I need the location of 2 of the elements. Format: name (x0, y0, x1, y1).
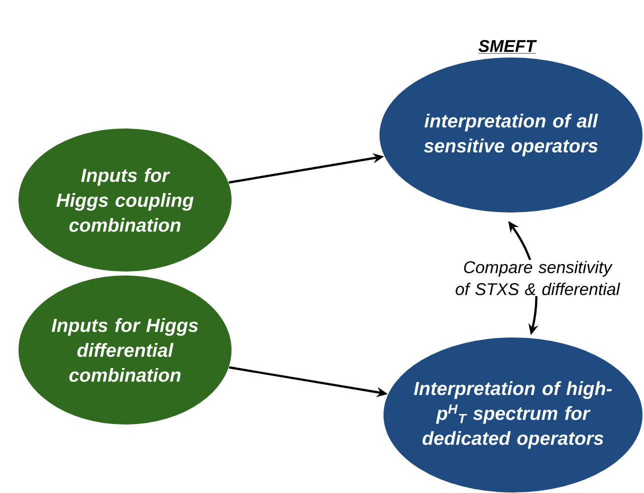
edge-label: Compare sensitivity of STXS & differential (442, 260, 634, 296)
title: SMEFT (478, 40, 537, 54)
